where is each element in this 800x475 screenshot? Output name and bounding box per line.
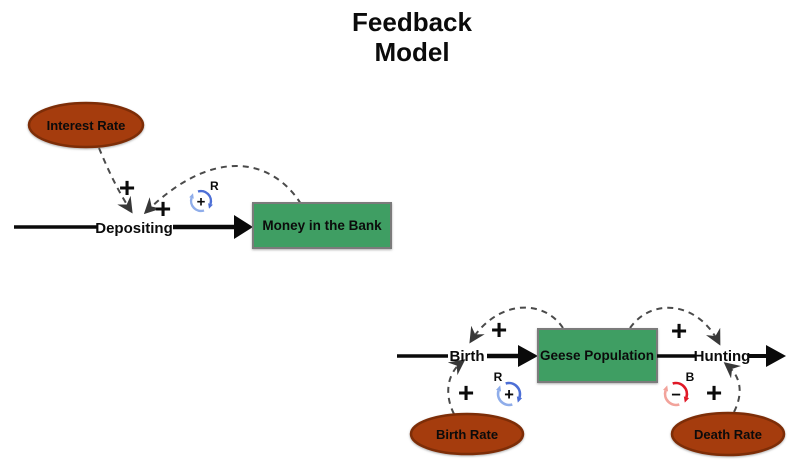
loop-arc-bottom [663,390,680,407]
loop-arc-top [505,381,522,398]
loop-arrowhead-right [208,203,213,209]
link-interest-rate-to-depositing [98,147,133,214]
loop-letter-r-bank: R [210,179,219,193]
sign-birth-rate-to-birth: + [458,377,474,408]
loop-arc-bottom [189,197,205,213]
link-birth-rate-to-birth [447,359,466,415]
aux-label-interest-rate: Interest Rate [47,118,126,133]
loop-arrowhead-right [683,396,690,403]
flow-arrowhead-into-money [234,215,253,239]
loop-letter-b-geese: B [686,370,695,384]
loop-arrowhead-left [189,193,194,199]
link-population-to-hunting [629,306,721,346]
loop-arc-top [672,381,689,398]
sign-population-to-hunting: + [671,315,687,346]
stock-money-in-the-bank [252,202,392,249]
loop-indicator-reinforcing-bank: + [189,189,213,213]
loop-arrowhead-left [496,385,502,392]
aux-death-rate [670,411,786,457]
aux-label-birth-rate: Birth Rate [436,427,498,442]
aux-birth-rate [409,412,525,456]
link-death-rate-to-hunting [723,362,742,413]
loop-arc-top [197,189,213,205]
link-population-to-birth [469,306,564,344]
flow-label-hunting: Hunting [694,348,751,365]
loop-sign-minus: − [671,386,681,404]
loop-indicator-reinforcing-geese: + [496,381,523,407]
page-title-line1: Feedback [352,7,472,37]
loop-letter-r-geese: R [494,370,503,384]
flow-arrowhead-into-population [518,345,538,367]
link-money-to-depositing [143,165,302,215]
sign-death-rate-to-hunting: + [706,377,722,408]
loop-arc-bottom [496,390,513,407]
sign-interest-to-depositing: + [119,172,135,203]
bank-subdiagram: Depositing Money in the Bank Interest Ra… [14,101,392,249]
sign-population-to-birth: + [491,314,507,345]
loop-arrowhead-left [663,385,669,392]
loop-sign-plus: + [197,194,206,211]
flow-label-birth: Birth [450,348,485,365]
page-title-line2: Model [374,37,449,67]
flow-label-depositing: Depositing [95,220,173,237]
loop-sign-plus: + [504,386,514,404]
loop-arrowhead-right [516,396,523,403]
sign-money-to-depositing: + [155,193,171,224]
flow-arrowhead-out [766,345,786,367]
aux-label-death-rate: Death Rate [694,427,762,442]
stock-label-money: Money in the Bank [262,218,382,233]
geese-subdiagram: Birth Geese Population Hunting Birth Rat… [397,306,786,457]
loop-indicator-balancing-geese: − [663,381,690,407]
stock-label-geese: Geese Population [540,348,654,363]
aux-interest-rate [27,101,145,149]
